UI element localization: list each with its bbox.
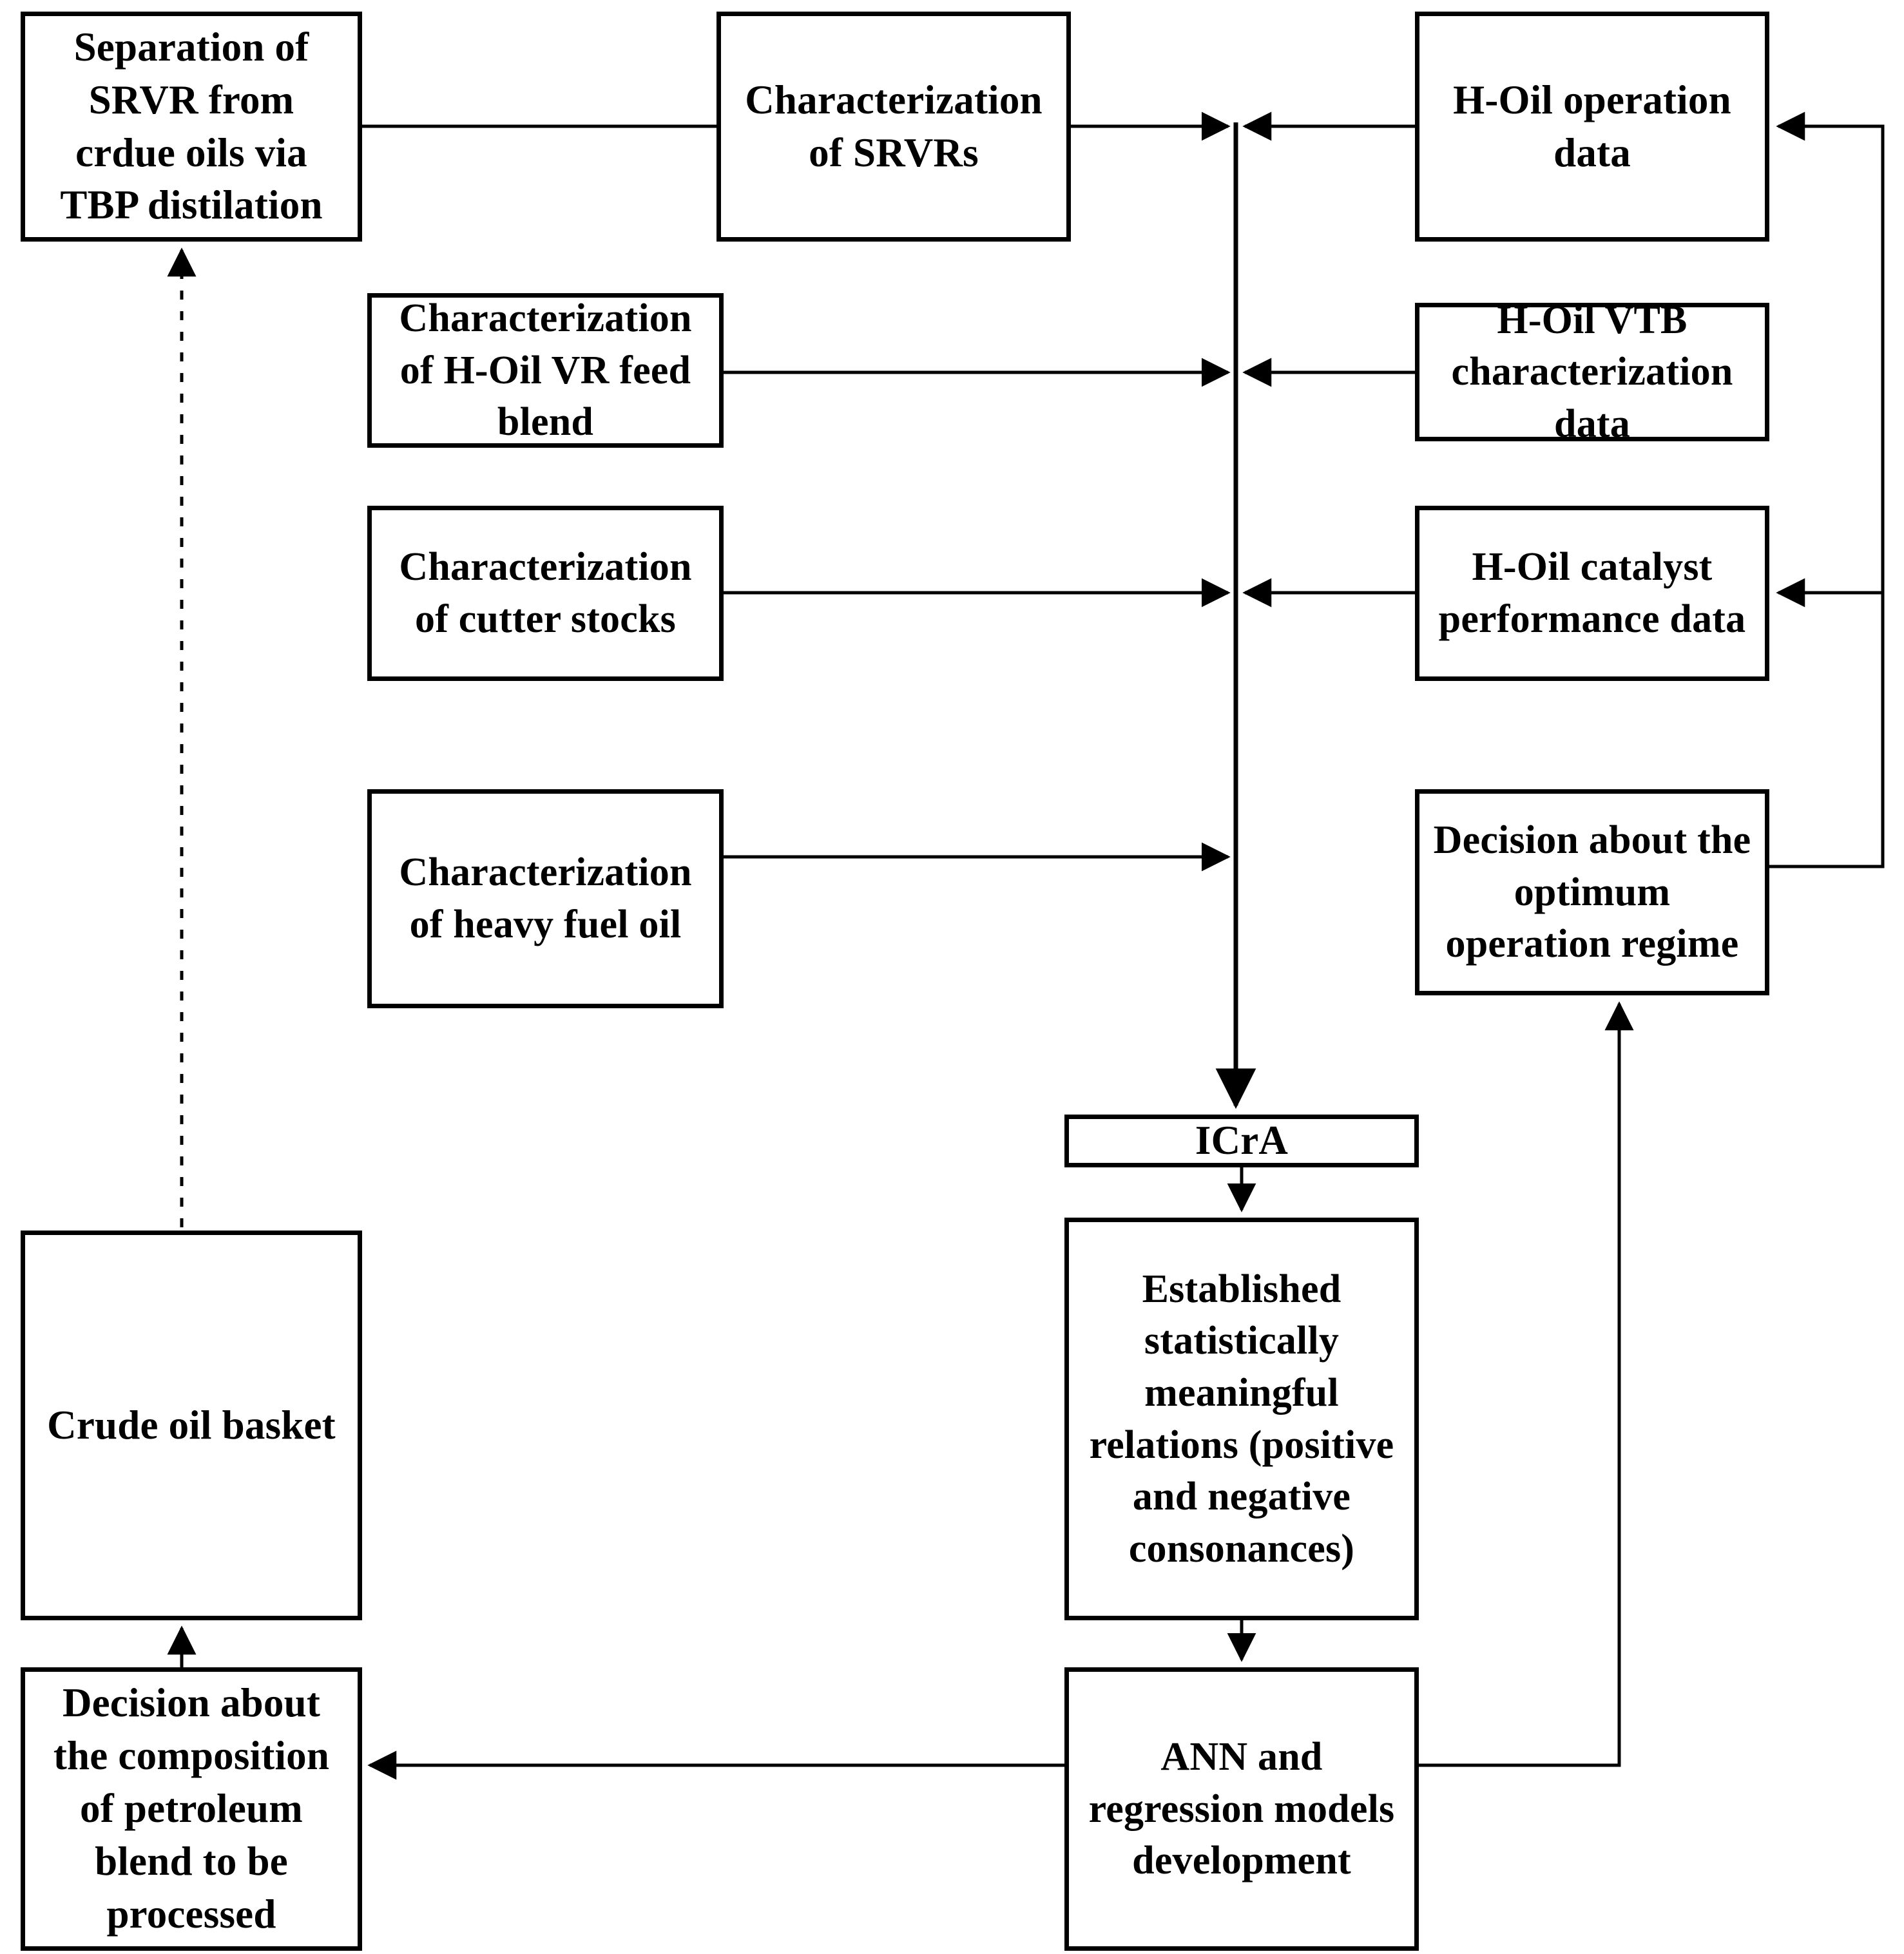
node-decision-composition[interactable]: Decision about the composition of petrol…: [21, 1667, 362, 1951]
node-vr-feed-blend-label: Characterization of H-Oil VR feed blend: [399, 296, 692, 445]
node-icra-label: ICrA: [1195, 1118, 1289, 1164]
node-separation[interactable]: Separation of SRVR from crdue oils via T…: [21, 12, 362, 242]
node-hoil-operation-data-label: H-Oil operation data: [1453, 77, 1731, 175]
node-hoil-operation-data[interactable]: H-Oil operation data: [1415, 12, 1769, 242]
node-separation-label: Separation of SRVR from crdue oils via T…: [60, 24, 323, 228]
node-hoil-vtb-data[interactable]: H-Oil VTB characterization data: [1415, 298, 1769, 446]
node-catalyst-performance[interactable]: H-Oil catalyst performance data: [1415, 506, 1769, 681]
node-decision-optimum-regime-label: Decision about the optimum operation reg…: [1433, 818, 1751, 966]
node-icra[interactable]: ICrA: [1064, 1115, 1419, 1167]
node-decision-composition-label: Decision about the composition of petrol…: [53, 1680, 330, 1937]
node-established-relations-label: Established statistically meaningful rel…: [1089, 1267, 1394, 1571]
node-vr-feed-blend[interactable]: Characterization of H-Oil VR feed blend: [367, 293, 724, 448]
node-established-relations[interactable]: Established statistically meaningful rel…: [1064, 1218, 1419, 1620]
node-catalyst-performance-label: H-Oil catalyst performance data: [1438, 545, 1746, 641]
node-crude-oil-basket[interactable]: Crude oil basket: [21, 1231, 362, 1620]
node-cutter-stocks-label: Characterization of cutter stocks: [399, 545, 692, 641]
node-srvr-characterization[interactable]: Characterization of SRVRs: [716, 12, 1071, 242]
edge-decisionoptimum-to-hoilop: [1776, 111, 1885, 593]
node-decision-optimum-regime[interactable]: Decision about the optimum operation reg…: [1415, 789, 1769, 995]
node-heavy-fuel-oil-label: Characterization of heavy fuel oil: [399, 850, 692, 946]
node-ann-regression-models[interactable]: ANN and regression models development: [1064, 1667, 1419, 1951]
node-srvr-characterization-label: Characterization of SRVRs: [745, 77, 1043, 175]
edge-decisionoptimum-to-catalyst: [1769, 578, 1885, 868]
node-cutter-stocks[interactable]: Characterization of cutter stocks: [367, 506, 724, 681]
node-crude-oil-basket-label: Crude oil basket: [47, 1402, 336, 1448]
node-heavy-fuel-oil[interactable]: Characterization of heavy fuel oil: [367, 789, 724, 1008]
edge-ann-to-decisionoptimum: [1419, 1001, 1634, 1767]
node-hoil-vtb-data-label: H-Oil VTB characterization data: [1451, 298, 1733, 446]
node-ann-regression-models-label: ANN and regression models development: [1088, 1735, 1395, 1883]
